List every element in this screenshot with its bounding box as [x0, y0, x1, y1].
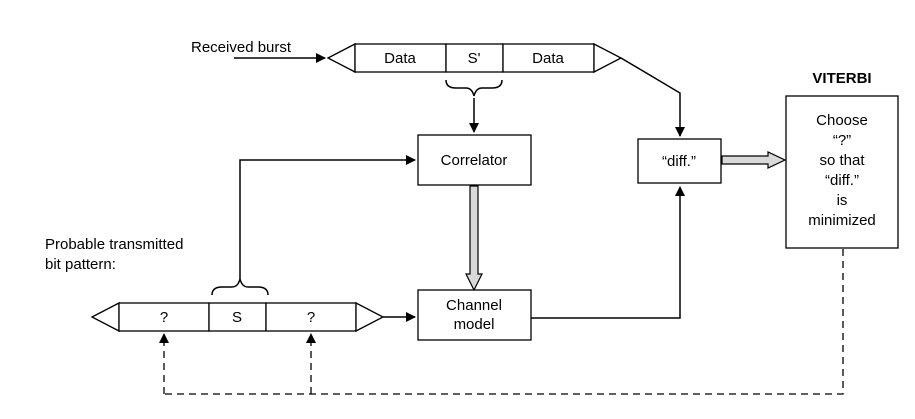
- probable-sync-label: S: [232, 309, 242, 326]
- received-sync-label: S': [468, 50, 481, 67]
- diff-to-viterbi-thick-arrow: [721, 151, 787, 169]
- probable-unknown-right-label: ?: [307, 309, 315, 326]
- probable-unknown-left-cell: [118, 302, 210, 332]
- viterbi-text-line2: “?”: [833, 132, 851, 149]
- probable-pattern-label-line1: Probable transmitted: [45, 236, 183, 253]
- received-burst-left-cap: [326, 42, 356, 74]
- probable-sync-brace: [211, 278, 269, 296]
- channel-to-diff-arrow: [531, 186, 685, 319]
- viterbi-title: VITERBI: [812, 70, 871, 87]
- received-data-right-label: Data: [532, 50, 564, 67]
- viterbi-text-line3: so that: [819, 152, 865, 169]
- viterbi-feedback-dashed-line: [164, 249, 844, 395]
- diff-label: “diff.”: [662, 153, 696, 170]
- viterbi-text-line4: “diff.”: [825, 172, 859, 189]
- viterbi-text-line6: minimized: [808, 212, 876, 229]
- probable-unknown-left-label: ?: [160, 309, 168, 326]
- viterbi-box: [785, 95, 899, 249]
- received-burst-right-cap: [593, 42, 623, 74]
- received-burst-bar: Data S' Data: [326, 42, 623, 74]
- correlator-box: [417, 134, 532, 186]
- received-data-right-cell: [502, 43, 595, 73]
- probable-unknown-right-cell: [265, 302, 357, 332]
- viterbi-text-line1: Choose: [816, 112, 868, 129]
- channel-model-label-line2: model: [454, 316, 495, 333]
- probable-sync-cell: [208, 302, 267, 332]
- sync-to-correlator-arrow: [239, 155, 416, 279]
- probable-pattern-label-line2: bit pattern:: [45, 256, 116, 273]
- probable-burst-left-cap: [90, 301, 120, 333]
- received-sync-cell: [445, 43, 504, 73]
- probable-burst-right-cap: [355, 301, 385, 333]
- correlator-label: Correlator: [441, 152, 508, 169]
- channel-model-box: [417, 289, 532, 341]
- received-to-diff-arrow: [620, 57, 685, 137]
- viterbi-text-line5: is: [837, 192, 848, 209]
- channel-model-label-line1: Channel: [446, 297, 502, 314]
- received-burst-label: Received burst: [191, 39, 292, 56]
- received-sync-brace: [445, 79, 503, 97]
- received-data-left-label: Data: [384, 50, 416, 67]
- correlator-to-channel-thick-arrow: [465, 185, 483, 292]
- diff-box: [637, 138, 722, 184]
- probable-burst-bar: ? S ?: [90, 301, 385, 333]
